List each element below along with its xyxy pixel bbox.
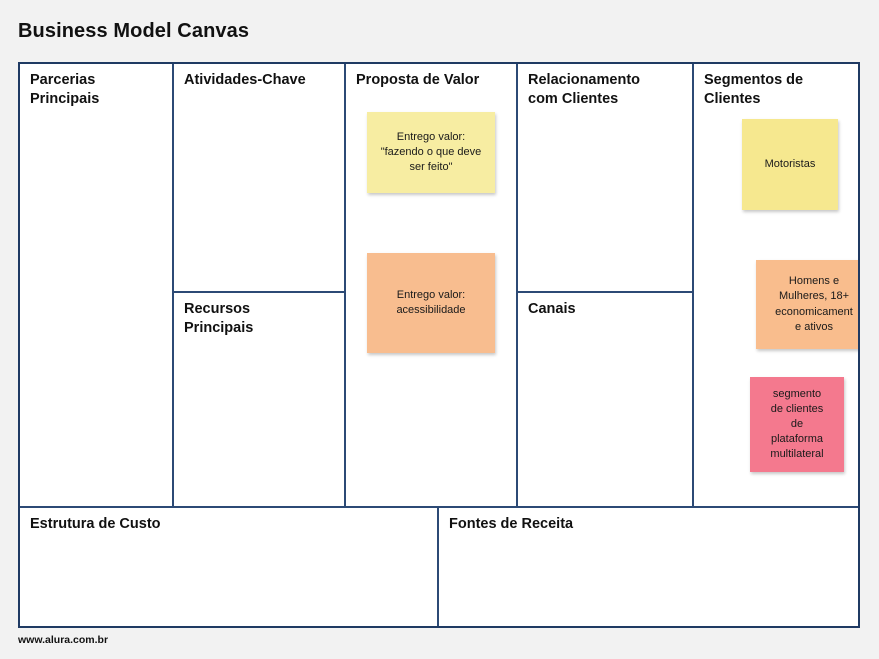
block-customer-relationships[interactable]: Relacionamento com Clientes bbox=[518, 64, 692, 291]
block-customer-relationships-title: Relacionamento com Clientes bbox=[528, 72, 640, 107]
grid-divider-col1 bbox=[172, 64, 174, 506]
block-channels-title: Canais bbox=[528, 301, 576, 317]
business-model-canvas-grid: Parcerias Principais Atividades-Chave Re… bbox=[18, 62, 860, 628]
sticky-note-value-delivery-doing[interactable]: Entrego valor: "fazendo o que deve ser f… bbox=[367, 112, 495, 193]
block-key-partners-title: Parcerias Principais bbox=[30, 72, 100, 107]
grid-divider-col2 bbox=[344, 64, 346, 506]
block-cost-structure-title: Estrutura de Custo bbox=[30, 516, 161, 532]
block-cost-structure[interactable]: Estrutura de Custo bbox=[20, 508, 437, 626]
sticky-note-value-delivery-accessibility[interactable]: Entrego valor: acessibilidade bbox=[367, 253, 495, 353]
block-channels[interactable]: Canais bbox=[518, 293, 692, 506]
grid-divider-col3 bbox=[516, 64, 518, 506]
grid-divider-key-activities-resources bbox=[172, 291, 346, 293]
page-title: Business Model Canvas bbox=[18, 20, 250, 42]
block-value-proposition[interactable]: Proposta de Valor Entrego valor: "fazend… bbox=[346, 64, 516, 506]
sticky-note-motoristas[interactable]: Motoristas bbox=[742, 119, 838, 210]
footer-url: www.alura.com.br bbox=[18, 634, 109, 646]
block-revenue-streams-title: Fontes de Receita bbox=[449, 516, 574, 532]
grid-divider-relationships-channels bbox=[516, 291, 694, 293]
block-customer-segments[interactable]: Segmentos de Clientes Motoristas Homens … bbox=[694, 64, 858, 506]
block-key-activities[interactable]: Atividades-Chave bbox=[174, 64, 344, 291]
grid-divider-cost-revenue bbox=[437, 508, 439, 626]
block-key-resources-title: Recursos Principais bbox=[184, 301, 254, 336]
block-value-proposition-title: Proposta de Valor bbox=[356, 72, 480, 88]
grid-divider-col4 bbox=[692, 64, 694, 506]
block-key-partners[interactable]: Parcerias Principais bbox=[20, 64, 172, 506]
block-key-resources[interactable]: Recursos Principais bbox=[174, 293, 344, 506]
block-revenue-streams[interactable]: Fontes de Receita bbox=[439, 508, 858, 626]
sticky-note-multilateral-platform[interactable]: segmento de clientes de plataforma multi… bbox=[750, 377, 844, 472]
block-customer-segments-title: Segmentos de Clientes bbox=[704, 72, 804, 107]
block-key-activities-title: Atividades-Chave bbox=[184, 72, 306, 88]
sticky-note-economically-active[interactable]: Homens e Mulheres, 18+ economicament e a… bbox=[756, 260, 858, 349]
grid-divider-bottom-row bbox=[20, 506, 858, 508]
